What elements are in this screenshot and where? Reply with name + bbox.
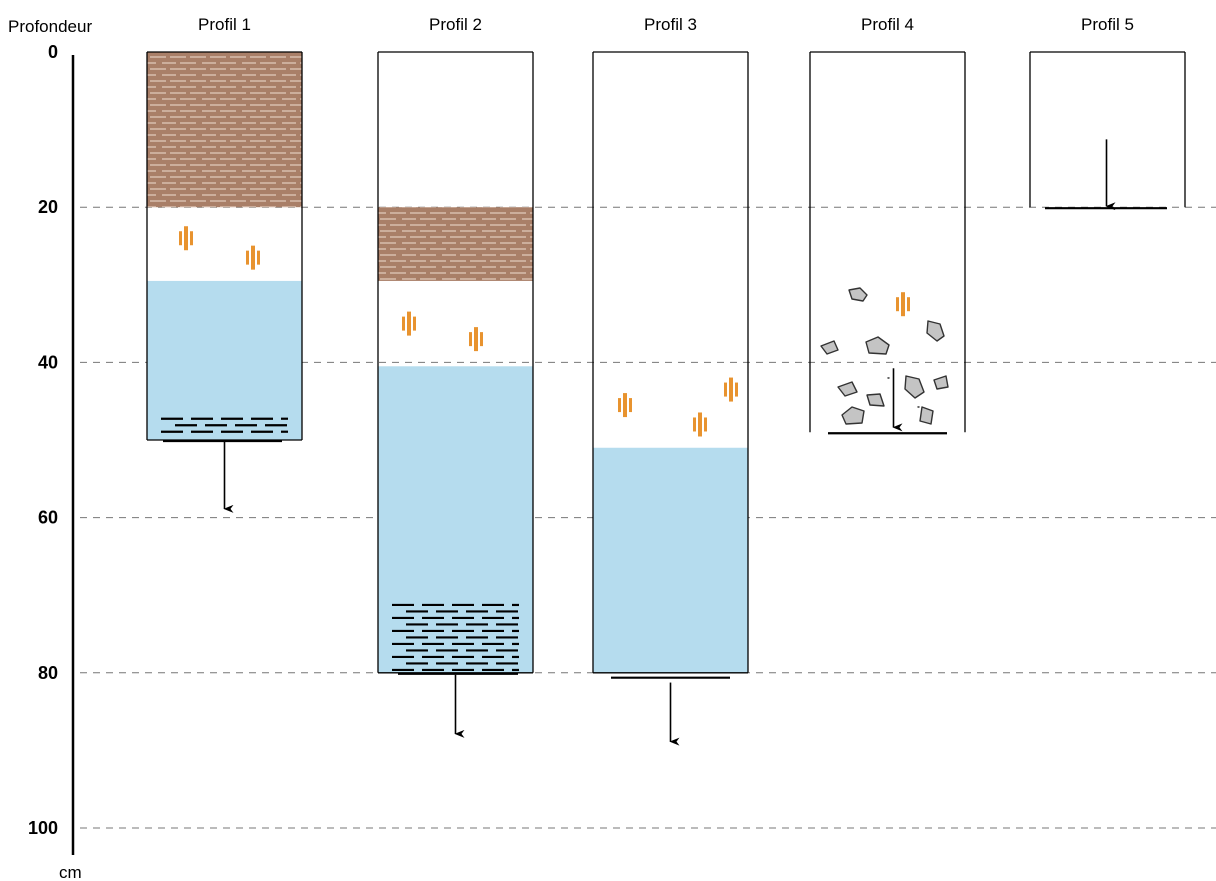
water-layer bbox=[378, 366, 533, 673]
depth-axis-title: Profondeur bbox=[8, 17, 92, 36]
artifact-icon-core bbox=[698, 412, 702, 437]
artifact-icon-right bbox=[480, 332, 483, 347]
artifact-icon-left bbox=[469, 332, 472, 347]
stone-icon bbox=[866, 393, 885, 407]
artifact-icon bbox=[469, 327, 483, 352]
tick-label-0: 0 bbox=[48, 42, 58, 62]
profiles bbox=[146, 51, 1186, 746]
artifact-icon bbox=[896, 292, 910, 317]
artifact-icon-left bbox=[896, 297, 899, 312]
water-layer bbox=[593, 447, 748, 673]
stone-icon bbox=[865, 336, 890, 355]
tick-label-60: 60 bbox=[38, 508, 58, 528]
artifact-icon-right bbox=[257, 250, 260, 265]
topsoil-hatch bbox=[378, 207, 533, 281]
tick-label-80: 80 bbox=[38, 663, 58, 683]
stone-icon bbox=[926, 320, 945, 342]
artifact-icon-core bbox=[901, 292, 905, 317]
artifact-icon-core bbox=[623, 393, 627, 418]
artifact-icon-left bbox=[693, 417, 696, 432]
artifact-icon-core bbox=[251, 245, 255, 270]
profile-title-5: Profil 5 bbox=[1081, 15, 1134, 34]
artifact-icon bbox=[246, 245, 260, 270]
profile-2 bbox=[377, 51, 534, 738]
tick-label-40: 40 bbox=[38, 352, 58, 372]
artifact-icon bbox=[402, 311, 416, 336]
profile-3 bbox=[592, 51, 749, 746]
topsoil-hatch bbox=[147, 52, 302, 208]
stone-icon bbox=[919, 406, 934, 425]
artifact-icon-left bbox=[246, 250, 249, 265]
stone-icon bbox=[904, 375, 925, 399]
depth-axis: Profondeur cm 0 20 40 60 80 100 bbox=[8, 17, 92, 881]
stone-icon bbox=[837, 381, 858, 397]
artifact-icon bbox=[179, 226, 193, 251]
stone-icon bbox=[848, 287, 868, 302]
artifact-icon-left bbox=[402, 316, 405, 331]
artifact-icon-left bbox=[179, 231, 182, 246]
artifact-icon-left bbox=[618, 398, 621, 413]
artifact-icon-core bbox=[474, 327, 478, 352]
artifact-icon-core bbox=[729, 377, 733, 402]
stone-icon bbox=[820, 340, 839, 355]
profile-title-4: Profil 4 bbox=[861, 15, 914, 34]
artifact-icon bbox=[724, 377, 738, 402]
profile-1 bbox=[146, 51, 303, 513]
artifact-icon-right bbox=[907, 297, 910, 312]
artifact-icon-core bbox=[407, 311, 411, 336]
water-layer bbox=[147, 280, 302, 440]
tick-label-20: 20 bbox=[38, 197, 58, 217]
artifact-icon-right bbox=[413, 316, 416, 331]
profile-5 bbox=[1029, 51, 1186, 211]
profile-4 bbox=[809, 51, 966, 435]
stone-icon bbox=[933, 375, 949, 390]
artifact-icon bbox=[618, 393, 632, 418]
tick-label-100: 100 bbox=[28, 818, 58, 838]
profile-title-1: Profil 1 bbox=[198, 15, 251, 34]
artifact-icon bbox=[693, 412, 707, 437]
artifact-icon-right bbox=[735, 382, 738, 397]
artifact-icon-left bbox=[724, 382, 727, 397]
artifact-icon-right bbox=[704, 417, 707, 432]
depth-axis-unit: cm bbox=[59, 863, 82, 881]
stone-icon bbox=[841, 406, 865, 425]
artifact-icon-right bbox=[629, 398, 632, 413]
artifact-icon-core bbox=[184, 226, 188, 251]
profile-titles: Profil 1 Profil 2 Profil 3 Profil 4 Profil 5 bbox=[198, 15, 1134, 34]
profile-title-2: Profil 2 bbox=[429, 15, 482, 34]
profile-title-3: Profil 3 bbox=[644, 15, 697, 34]
artifact-icon-right bbox=[190, 231, 193, 246]
